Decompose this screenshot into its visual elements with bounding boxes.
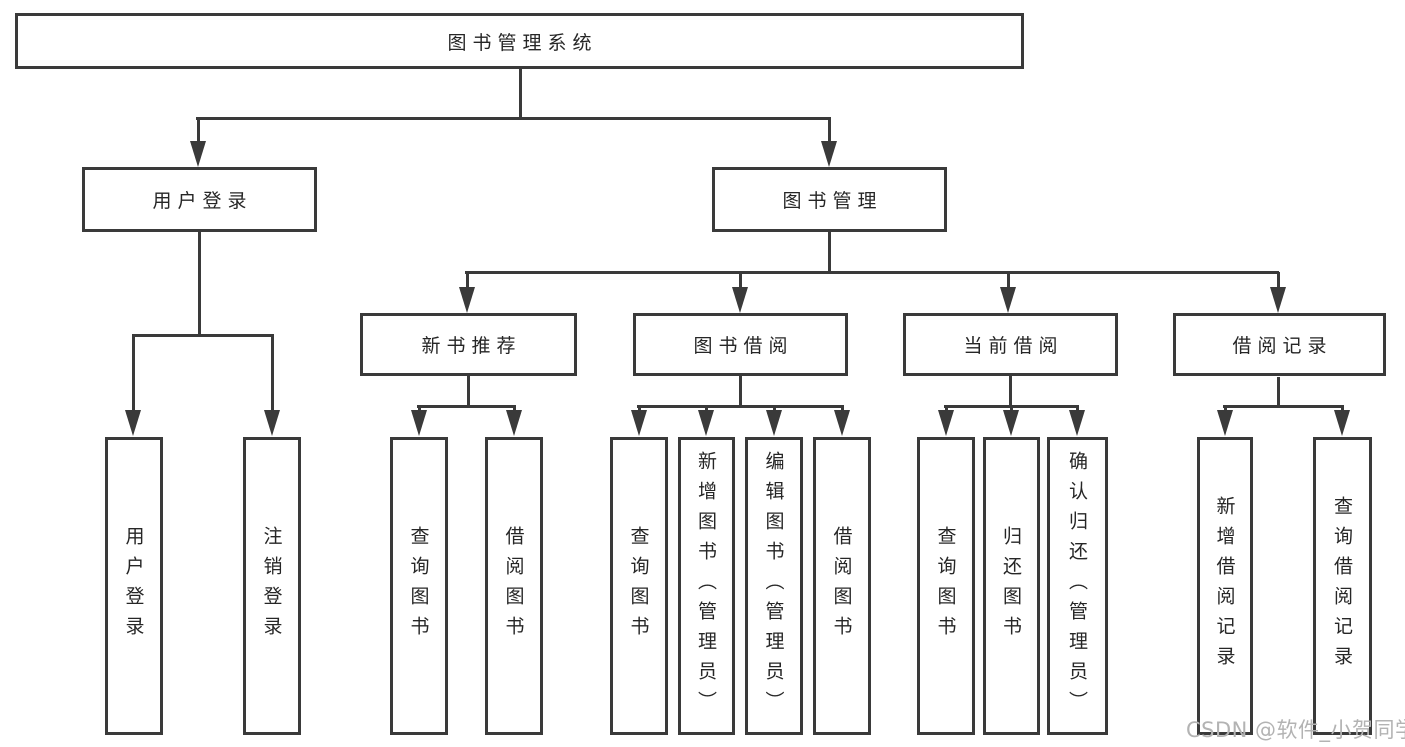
leaf-query-books-current: 查询图书 — [917, 437, 975, 735]
connector — [1009, 376, 1012, 408]
connector — [519, 67, 522, 120]
leaf-label: 新增图书（管理员） — [695, 451, 717, 721]
arrowhead-icon — [999, 287, 1016, 313]
connector — [1076, 406, 1079, 412]
leaf-add-book-admin: 新增图书（管理员） — [678, 437, 735, 735]
connector — [1010, 406, 1013, 412]
connector — [196, 118, 200, 142]
leaf-label: 查询图书 — [627, 526, 650, 646]
connector — [270, 335, 274, 412]
connector — [196, 117, 831, 120]
arrowhead-icon — [125, 410, 141, 436]
leaf-query-books-recommend: 查询图书 — [390, 437, 448, 735]
arrowhead-icon — [937, 410, 954, 436]
leaf-query-borrow-record: 查询借阅记录 — [1313, 437, 1372, 735]
arrowhead-icon — [1333, 410, 1350, 436]
connector — [417, 406, 421, 412]
leaf-label: 注销登录 — [260, 526, 283, 646]
connector — [1340, 406, 1344, 412]
connector — [1223, 405, 1344, 408]
connector — [772, 406, 776, 412]
connector — [417, 405, 516, 408]
node-library-management-system: 图书管理系统 — [15, 13, 1024, 69]
connector — [198, 232, 201, 337]
leaf-label: 新增借阅记录 — [1213, 496, 1236, 676]
connector — [132, 334, 274, 337]
arrowhead-icon — [821, 141, 837, 167]
connector — [1006, 272, 1010, 288]
leaf-query-books-borrow: 查询图书 — [610, 437, 668, 735]
arrowhead-icon — [630, 410, 647, 436]
connector — [467, 376, 470, 408]
node-new-book-recommendation: 新书推荐 — [360, 313, 577, 376]
arrowhead-icon — [698, 410, 714, 436]
node-current-borrowing: 当前借阅 — [903, 313, 1118, 376]
node-borrowing-records: 借阅记录 — [1173, 313, 1386, 376]
connector — [465, 271, 1279, 274]
arrowhead-icon — [1003, 410, 1019, 436]
leaf-label: 查询借阅记录 — [1331, 496, 1353, 676]
arrowhead-icon — [833, 410, 850, 436]
connector — [739, 376, 742, 408]
connector — [637, 405, 844, 408]
arrowhead-icon — [731, 287, 748, 313]
arrowhead-icon — [505, 410, 522, 436]
connector — [828, 118, 831, 142]
leaf-label: 归还图书 — [1000, 526, 1022, 646]
connector — [1276, 272, 1280, 288]
leaf-label: 借阅图书 — [830, 526, 853, 646]
arrowhead-icon — [458, 287, 475, 313]
arrowhead-icon — [263, 410, 280, 436]
arrowhead-icon — [1068, 410, 1085, 436]
leaf-label: 查询图书 — [407, 526, 430, 646]
connector — [132, 335, 135, 412]
connector — [840, 406, 844, 412]
leaf-label: 确认归还（管理员） — [1066, 451, 1088, 721]
connector — [1223, 406, 1227, 412]
connector — [512, 406, 516, 412]
arrowhead-icon — [1216, 410, 1233, 436]
connector — [637, 406, 641, 412]
arrowhead-icon — [765, 410, 782, 436]
leaf-user-login: 用户登录 — [105, 437, 163, 735]
leaf-borrow-books: 借阅图书 — [813, 437, 871, 735]
connector — [1277, 377, 1280, 408]
arrowhead-icon — [1269, 287, 1286, 313]
leaf-label: 借阅图书 — [502, 526, 525, 646]
node-book-management: 图书管理 — [712, 167, 947, 232]
connector — [705, 406, 708, 412]
leaf-label: 查询图书 — [934, 526, 957, 646]
leaf-borrow-books-recommend: 借阅图书 — [485, 437, 543, 735]
leaf-edit-book-admin: 编辑图书（管理员） — [745, 437, 803, 735]
connector — [738, 272, 742, 288]
leaf-label: 用户登录 — [122, 526, 145, 646]
connector — [944, 406, 948, 412]
leaf-return-books: 归还图书 — [983, 437, 1040, 735]
arrowhead-icon — [410, 410, 427, 436]
csdn-watermark: CSDN @软件_小贺同学 — [1186, 718, 1405, 742]
connector — [465, 272, 469, 288]
connector — [828, 232, 831, 274]
leaf-confirm-return-admin: 确认归还（管理员） — [1047, 437, 1108, 735]
arrowhead-icon — [189, 141, 206, 167]
node-book-borrowing: 图书借阅 — [633, 313, 848, 376]
leaf-logout-login: 注销登录 — [243, 437, 301, 735]
leaf-label: 编辑图书（管理员） — [762, 451, 785, 721]
leaf-add-borrow-record: 新增借阅记录 — [1197, 437, 1253, 735]
node-user-login: 用户登录 — [82, 167, 317, 232]
